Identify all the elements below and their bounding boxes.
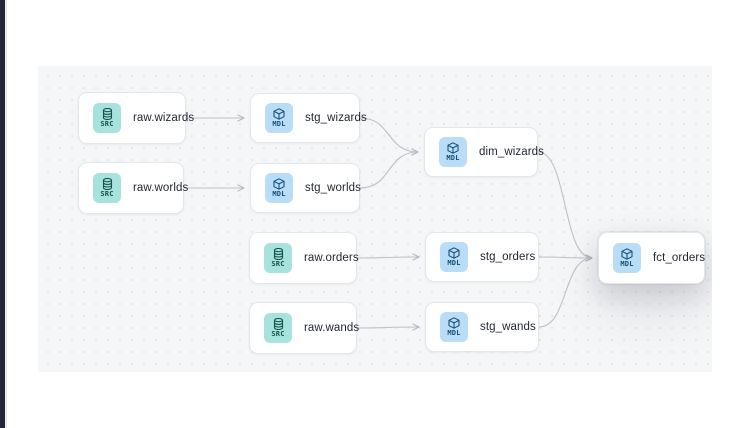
node-kind-label: SRC	[100, 120, 114, 128]
node-stg_wands[interactable]: MDL stg_wands	[425, 302, 539, 352]
node-kind-label: MDL	[446, 154, 460, 162]
node-kind-label: SRC	[271, 330, 285, 338]
node-label: raw.orders	[304, 252, 359, 264]
edge-stg_wizards-to-dim_wizards	[359, 117, 419, 156]
node-stg_orders[interactable]: MDL stg_orders	[425, 232, 539, 282]
node-kind-label: MDL	[620, 260, 634, 268]
edge-raw_wands-to-stg_wands	[356, 323, 420, 331]
node-kind-label: MDL	[447, 329, 461, 337]
left-nav-rail	[0, 0, 5, 428]
node-raw_orders[interactable]: SRC raw.orders	[249, 232, 359, 284]
node-label: fct_orders	[653, 252, 706, 264]
node-label: stg_orders	[480, 251, 536, 263]
database-icon: SRC	[264, 313, 292, 343]
node-stg_worlds[interactable]: MDL stg_worlds	[250, 163, 361, 213]
node-stg_wizards[interactable]: MDL stg_wizards	[250, 93, 367, 143]
cube-icon: MDL	[440, 242, 468, 272]
node-label: stg_wizards	[305, 112, 367, 124]
node-label: stg_wands	[480, 321, 536, 333]
edge-stg_orders-to-fct_orders	[538, 254, 593, 262]
cube-icon: MDL	[265, 173, 293, 203]
node-label: raw.wizards	[133, 112, 195, 124]
cube-icon: MDL	[440, 312, 468, 342]
cube-icon: MDL	[439, 137, 467, 167]
node-label: raw.worlds	[133, 182, 189, 194]
node-kind-label: MDL	[272, 190, 286, 198]
node-raw_wands[interactable]: SRC raw.wands	[249, 302, 360, 354]
node-fct_orders[interactable]: MDL fct_orders	[598, 232, 705, 284]
node-raw_worlds[interactable]: SRC raw.worlds	[78, 162, 188, 214]
node-label: stg_worlds	[305, 182, 361, 194]
edge-stg_wands-to-fct_orders	[538, 254, 593, 328]
node-label: dim_wizards	[479, 146, 545, 158]
node-kind-label: MDL	[272, 120, 286, 128]
database-icon: SRC	[93, 103, 121, 133]
edge-stg_worlds-to-dim_wizards	[359, 148, 419, 189]
node-dim_wizards[interactable]: MDL dim_wizards	[424, 127, 544, 177]
cube-icon: MDL	[265, 103, 293, 133]
edge-dim_wizards-to-fct_orders	[537, 151, 593, 262]
rail-divider	[5, 0, 7, 428]
node-kind-label: SRC	[100, 190, 114, 198]
cube-icon: MDL	[613, 243, 641, 273]
node-kind-label: SRC	[271, 260, 285, 268]
node-raw_wizards[interactable]: SRC raw.wizards	[78, 92, 194, 144]
edge-raw_orders-to-stg_orders	[356, 253, 420, 261]
database-icon: SRC	[93, 173, 121, 203]
node-kind-label: MDL	[447, 259, 461, 267]
database-icon: SRC	[264, 243, 292, 273]
node-label: raw.wands	[304, 322, 360, 334]
